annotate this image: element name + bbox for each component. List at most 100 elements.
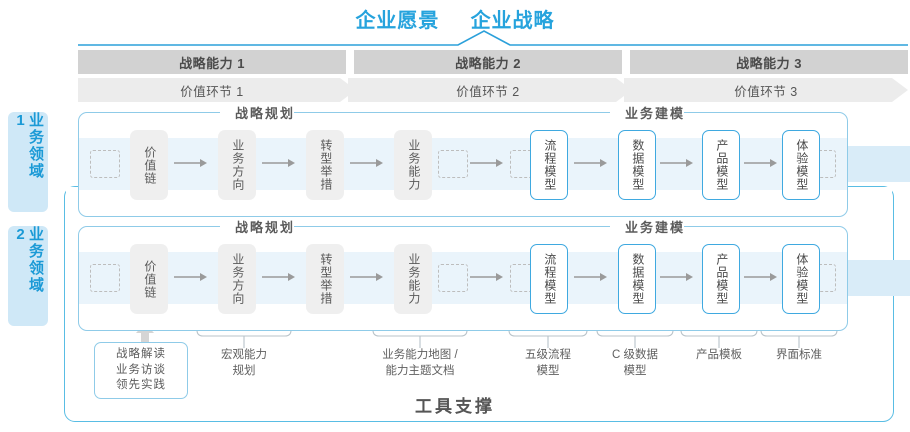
value-chain-cell-3[interactable]: 价值环节 3	[630, 78, 902, 102]
node-2-experience-model[interactable]: 体验模型	[782, 244, 820, 314]
capability-label-1: 战略能力 1	[179, 55, 245, 71]
capability-cell-3[interactable]: 战略能力 3	[630, 50, 908, 74]
section-line-left-2a	[158, 226, 220, 227]
tool-label-five-level-process: 五级流程 模型	[508, 348, 588, 379]
tool-box-line-1: 战略解读	[116, 348, 166, 360]
value-chain-cell-2[interactable]: 价值环节 2	[354, 78, 622, 102]
section-line-left-1b	[548, 112, 610, 113]
tool-label-capability-map-line-2: 能力主题文档	[385, 364, 455, 377]
node-1-business-capability-label: 业务能力	[406, 139, 421, 191]
strategic-capability-row: 战略能力 1 战略能力 2 战略能力 3	[78, 50, 908, 74]
section-title-2b: 业务建模	[610, 217, 700, 235]
value-chain-label-1: 价值环节 1	[180, 84, 244, 99]
tool-label-capability-map-line-1: 业务能力地图 /	[382, 349, 458, 361]
node-1-value-chain[interactable]: 价值链	[130, 130, 168, 200]
node-2-transformation-measure[interactable]: 转型举措	[306, 244, 344, 314]
node-2-process-model-label: 流程模型	[542, 253, 557, 305]
tool-label-five-level-process-line-1: 五级流程	[525, 349, 571, 361]
section-title-1b-label: 业务建模	[624, 105, 685, 121]
node-2-experience-model-label: 体验模型	[794, 253, 809, 305]
section-line-right-1a	[294, 112, 352, 113]
value-chain-chevrons	[78, 78, 908, 102]
node-2-transformation-measure-label: 转型举措	[318, 253, 333, 305]
capability-cell-1[interactable]: 战略能力 1	[78, 50, 346, 74]
tool-label-ui-standard-line-1: 界面标准	[776, 349, 822, 361]
sidebar-item-domain-1[interactable]: 业务领域 1	[8, 112, 48, 212]
node-1-business-direction[interactable]: 业务方向	[218, 130, 256, 200]
arrow-icon-2-4	[470, 273, 503, 281]
placeholder-box-2-start	[90, 264, 120, 292]
sidebar-item-domain-2[interactable]: 业务领域 2	[8, 226, 48, 326]
tool-label-product-template: 产品模板	[679, 348, 759, 364]
tool-label-product-template-line-1: 产品模板	[696, 349, 742, 361]
arrow-icon-1-5	[574, 159, 607, 167]
arrow-icon-2-3	[350, 273, 383, 281]
capability-label-2: 战略能力 2	[455, 55, 521, 71]
arrow-icon-2-7	[744, 273, 777, 281]
section-line-right-2a	[294, 226, 352, 227]
capability-cell-2[interactable]: 战略能力 2	[354, 50, 622, 74]
arrow-icon-1-6	[660, 159, 693, 167]
node-1-product-model[interactable]: 产品模型	[702, 130, 740, 200]
placeholder-box-1-start	[90, 150, 120, 178]
sidebar-label-domain-1: 业务领域 1	[12, 112, 44, 180]
node-1-data-model-label: 数据模型	[630, 139, 645, 191]
arrow-icon-2-1	[174, 273, 207, 281]
arrow-icon-1-2	[262, 159, 295, 167]
arrow-icon-1-3	[350, 159, 383, 167]
tool-label-capability-map: 业务能力地图 / 能力主题文档	[358, 348, 482, 379]
bracket-caret-icon	[78, 30, 908, 46]
node-1-transformation-measure[interactable]: 转型举措	[306, 130, 344, 200]
arrow-icon-1-4	[470, 159, 503, 167]
section-title-2a-label: 战略规划	[234, 219, 295, 235]
arrow-icon-2-2	[262, 273, 295, 281]
arrow-icon-2-6	[660, 273, 693, 281]
section-line-left-2b	[548, 226, 610, 227]
node-1-process-model[interactable]: 流程模型	[530, 130, 568, 200]
section-line-right-1b	[684, 112, 742, 113]
tool-label-macro-capability-line-1: 宏观能力	[221, 349, 267, 361]
tool-label-ui-standard: 界面标准	[759, 348, 839, 364]
footer-title: 工具支撑	[415, 397, 495, 416]
tool-box-strategy-interpretation[interactable]: 战略解读 业务访谈 领先实践	[94, 342, 188, 399]
node-1-process-model-label: 流程模型	[542, 139, 557, 191]
value-chain-cell-1[interactable]: 价值环节 1	[78, 78, 346, 102]
arrow-icon-2-5	[574, 273, 607, 281]
node-2-business-capability[interactable]: 业务能力	[394, 244, 432, 314]
node-1-business-capability[interactable]: 业务能力	[394, 130, 432, 200]
placeholder-box-2-mid-a	[438, 264, 468, 292]
domain-row-1: 战略规划 业务建模 价值链 业务方向 转型举措 业务能力 流程模型 数据模型 产…	[78, 103, 910, 217]
tool-label-macro-capability-line-2: 规划	[232, 364, 256, 377]
node-2-product-model[interactable]: 产品模型	[702, 244, 740, 314]
title-enterprise-strategy: 企业战略	[470, 10, 555, 32]
section-line-right-2b	[684, 226, 742, 227]
section-title-1a: 战略规划	[220, 103, 310, 121]
node-1-value-chain-label: 价值链	[142, 145, 157, 185]
node-2-data-model-label: 数据模型	[630, 253, 645, 305]
node-1-experience-model[interactable]: 体验模型	[782, 130, 820, 200]
node-2-process-model[interactable]: 流程模型	[530, 244, 568, 314]
tool-label-c-level-data-line-1: C 级数据	[612, 349, 658, 361]
node-2-business-direction-label: 业务方向	[230, 253, 245, 305]
node-1-business-direction-label: 业务方向	[230, 139, 245, 191]
domain-row-2: 战略规划 业务建模 价值链 业务方向 转型举措 业务能力 流程模型 数据模型 产…	[78, 217, 910, 331]
section-title-2b-label: 业务建模	[624, 219, 685, 235]
placeholder-box-1-mid-a	[438, 150, 468, 178]
tool-label-macro-capability: 宏观能力 规划	[204, 348, 284, 379]
value-chain-label-3: 价值环节 3	[734, 84, 798, 99]
node-2-data-model[interactable]: 数据模型	[618, 244, 656, 314]
node-2-business-direction[interactable]: 业务方向	[218, 244, 256, 314]
value-chain-label-2: 价值环节 2	[456, 84, 520, 99]
section-title-1a-label: 战略规划	[234, 105, 295, 121]
node-2-value-chain[interactable]: 价值链	[130, 244, 168, 314]
page-title: 企业愿景 企业战略	[0, 4, 910, 33]
tool-box-line-2: 业务访谈	[116, 363, 166, 376]
node-1-data-model[interactable]: 数据模型	[618, 130, 656, 200]
tool-box-line-3: 领先实践	[116, 379, 166, 392]
node-1-experience-model-label: 体验模型	[794, 139, 809, 191]
arrow-icon-1-1	[174, 159, 207, 167]
section-line-left-1a	[158, 112, 220, 113]
tool-label-c-level-data-line-2: 模型	[623, 364, 647, 377]
tool-connectors	[196, 322, 838, 348]
